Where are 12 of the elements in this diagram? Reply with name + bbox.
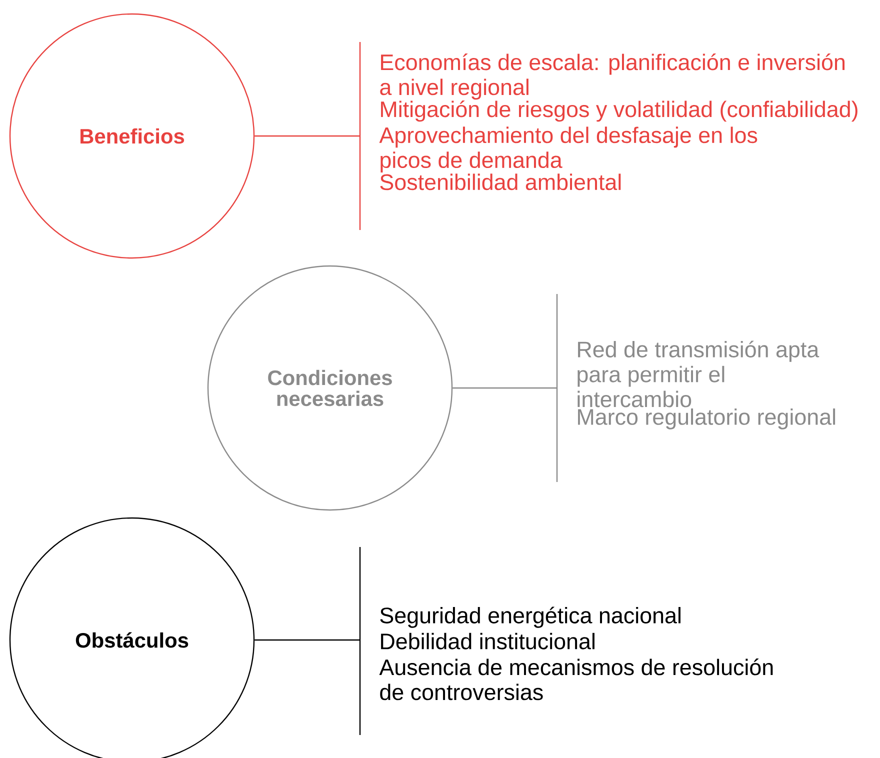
list-item: Marco regulatorio regional	[578, 408, 836, 430]
list-item: Aprovechamiento del desfasaje en los picos de demanda	[379, 126, 758, 172]
connector-line	[254, 639, 360, 641]
list-item: Sostenibilidad ambiental	[380, 174, 621, 190]
list-item: Economías de escala: planificación e inversión a nivel regional	[380, 54, 844, 100]
list-item: Seguridad energética nacional	[380, 606, 680, 628]
list-item: Red de transmisión apta para permitir el intercambio	[578, 340, 820, 408]
connector-line	[254, 135, 360, 137]
list-item: Mitigación de riesgos y volatilidad (confiabilidad)	[381, 100, 858, 122]
list-item: Ausencia de mecanismos de resolución de controversias	[379, 658, 773, 700]
list-item: Debilidad institucional	[381, 632, 594, 650]
connector-line	[452, 387, 557, 389]
